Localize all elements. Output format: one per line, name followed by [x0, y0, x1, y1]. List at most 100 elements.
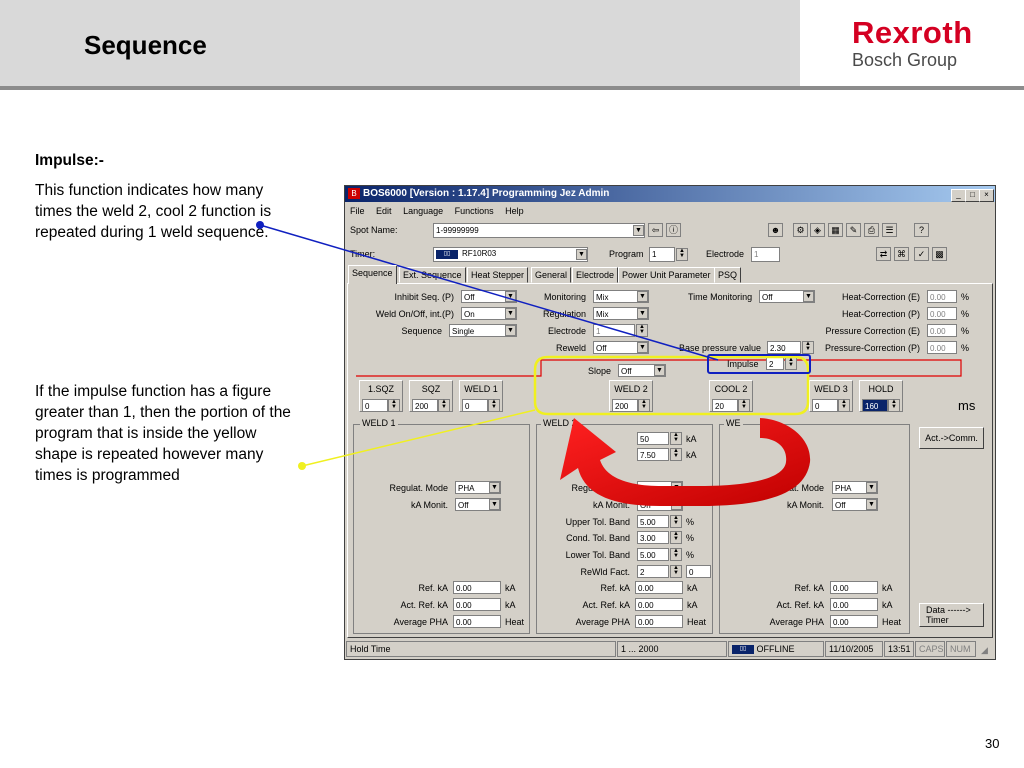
tab-electrode[interactable]: Electrode [572, 267, 619, 283]
timer-select[interactable]: ▯▯ RF10R03 [433, 247, 588, 262]
segment-spinner[interactable]: ▲▼ [488, 399, 500, 412]
resize-grip-icon[interactable]: ◢ [981, 645, 988, 655]
regulation-select[interactable]: Mix [593, 307, 649, 320]
table-icon[interactable]: ▩ [932, 247, 947, 261]
chevron-down-icon[interactable]: ▼ [505, 325, 516, 336]
base-pressure-spinner[interactable]: ▲▼ [802, 341, 814, 354]
chevron-down-icon[interactable]: ▼ [489, 499, 500, 510]
info-icon[interactable]: ⓘ [666, 223, 681, 237]
tab-general[interactable]: General [531, 267, 572, 283]
reweld-factor-label: ReWld Fact. [580, 567, 630, 577]
grid-icon[interactable]: ▦ [828, 223, 843, 237]
tab-sequence[interactable]: Sequence [348, 265, 397, 284]
menu-edit[interactable]: Edit [376, 206, 392, 216]
act-comm-button[interactable]: Act.->Comm. [919, 427, 984, 449]
electrode-label: Electrode [706, 249, 745, 259]
mid-electrode-input[interactable]: 1 [593, 324, 635, 337]
segment-value-input[interactable]: 0 [812, 399, 838, 412]
heat-correction-p-input[interactable]: 0.00 [927, 307, 957, 320]
lower-tol-spinner[interactable]: ▲▼ [670, 548, 682, 561]
cond-tol-spinner[interactable]: ▲▼ [670, 531, 682, 544]
upper-tol-band-input[interactable]: 5.00 [637, 515, 669, 528]
menu-file[interactable]: File [350, 206, 365, 216]
chevron-down-icon[interactable]: ▼ [637, 308, 648, 319]
compare-icon[interactable]: ◈ [810, 223, 825, 237]
sequence-select[interactable]: Single [449, 324, 517, 337]
chevron-down-icon[interactable]: ▼ [505, 308, 516, 319]
segment-value-input[interactable]: 20 [712, 399, 738, 412]
inhibit-seq-select[interactable]: Off [461, 290, 517, 303]
pressure-correction-p-input[interactable]: 0.00 [927, 341, 957, 354]
settings-icon[interactable]: ⚙ [793, 223, 808, 237]
chevron-down-icon[interactable]: ▼ [489, 482, 500, 493]
heat-correction-e-input[interactable]: 0.00 [927, 290, 957, 303]
segment-value-input[interactable]: 0 [362, 399, 388, 412]
segment-spinner[interactable]: ▲▼ [388, 399, 400, 412]
segment-spinner[interactable]: ▲▼ [638, 399, 650, 412]
weld2-ka2-input[interactable]: 7.50 [637, 448, 669, 461]
chevron-down-icon[interactable]: ▼ [803, 291, 814, 302]
tab-psq[interactable]: PSQ [714, 267, 742, 283]
chevron-down-icon[interactable]: ▼ [576, 249, 587, 260]
chevron-down-icon[interactable]: ▼ [633, 225, 644, 236]
reweld-factor-secondary[interactable]: 0 [686, 565, 711, 578]
reweld-select[interactable]: Off [593, 341, 649, 354]
program-input[interactable]: 1 [649, 247, 675, 262]
segment-spinner[interactable]: ▲▼ [838, 399, 850, 412]
reweld-factor-spinner[interactable]: ▲▼ [670, 565, 682, 578]
pressure-correction-e-input[interactable]: 0.00 [927, 324, 957, 337]
menu-functions[interactable]: Functions [454, 206, 494, 216]
upper-tol-spinner[interactable]: ▲▼ [670, 515, 682, 528]
ref-ka-label: Ref. kA [794, 583, 824, 593]
network-icon[interactable]: ⌘ [894, 247, 909, 261]
weld2-ka-input[interactable]: 50 [637, 432, 669, 445]
chevron-down-icon[interactable]: ▼ [654, 365, 665, 376]
chevron-down-icon[interactable]: ▼ [866, 499, 877, 510]
status-caps: CAPS [915, 641, 945, 657]
menu-help[interactable]: Help [505, 206, 524, 216]
segment-value-input[interactable]: 200 [412, 399, 438, 412]
ka-unit: kA [882, 583, 893, 593]
electrode-input[interactable]: 1 [751, 247, 780, 262]
check-icon[interactable]: ✓ [914, 247, 929, 261]
segment-value-input[interactable]: 200 [612, 399, 638, 412]
segment-value-input[interactable]: 0 [462, 399, 488, 412]
back-arrow-icon[interactable]: ⇦ [648, 223, 663, 237]
tab-heat-stepper[interactable]: Heat Stepper [467, 267, 529, 283]
users-icon[interactable]: ☻ [768, 223, 783, 237]
segment-spinner[interactable]: ▲▼ [738, 399, 750, 412]
weld-onoff-select[interactable]: On [461, 307, 517, 320]
reweld-factor-input[interactable]: 2 [637, 565, 669, 578]
weld2-ka-spinner[interactable]: ▲▼ [670, 432, 682, 445]
cond-tol-band-label: Cond. Tol. Band [566, 533, 630, 543]
lower-tol-band-input[interactable]: 5.00 [637, 548, 669, 561]
segment-value-input[interactable]: 160 [862, 399, 888, 412]
close-icon[interactable]: × [979, 189, 994, 202]
segment-spinner[interactable]: ▲▼ [438, 399, 450, 412]
print-icon[interactable]: ⎙ [864, 223, 879, 237]
time-monitoring-select[interactable]: Off [759, 290, 815, 303]
ms-unit-label: ms [958, 398, 976, 413]
edit-icon[interactable]: ✎ [846, 223, 861, 237]
g1-act-ref-ka: 0.00 [453, 598, 501, 611]
status-hint: Hold Time [346, 641, 616, 657]
monitoring-select[interactable]: Mix [593, 290, 649, 303]
data-timer-button[interactable]: Data ------> Timer [919, 603, 984, 627]
base-pressure-input[interactable]: 2.30 [767, 341, 801, 354]
electrode-spinner[interactable]: ▲▼ [636, 324, 648, 337]
list-icon[interactable]: ☰ [882, 223, 897, 237]
chevron-down-icon[interactable]: ▼ [505, 291, 516, 302]
weld1-group [353, 424, 530, 634]
weld2-ka2-spinner[interactable]: ▲▼ [670, 448, 682, 461]
chevron-down-icon[interactable]: ▼ [637, 342, 648, 353]
cond-tol-band-input[interactable]: 3.00 [637, 531, 669, 544]
chevron-down-icon[interactable]: ▼ [866, 482, 877, 493]
help-icon[interactable]: ? [914, 223, 929, 237]
chevron-down-icon[interactable]: ▼ [637, 291, 648, 302]
program-spinner[interactable]: ▲▼ [676, 248, 688, 261]
menu-language[interactable]: Language [403, 206, 444, 216]
percent-unit: % [686, 550, 695, 560]
transfer-icon[interactable]: ⇄ [876, 247, 891, 261]
spot-name-select[interactable]: 1-99999999 [433, 223, 645, 238]
segment-spinner[interactable]: ▲▼ [888, 399, 900, 412]
